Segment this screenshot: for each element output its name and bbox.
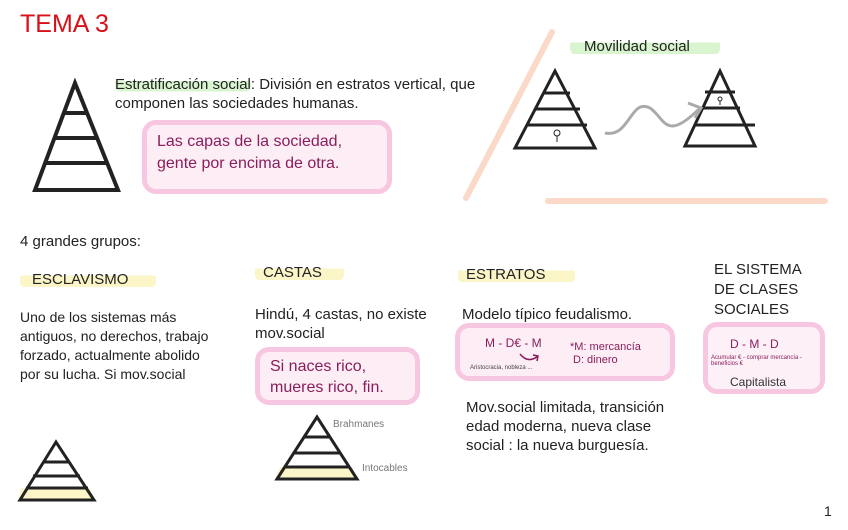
esclavismo-text: Uno de los sistemas más antiguos, no der… [20, 309, 209, 382]
divider-line [463, 29, 555, 201]
divider-line-horizontal [545, 198, 828, 204]
estratos-formula-note: Aristocracia, nobleza ... [470, 365, 533, 371]
pyramid-esclavismo-icon [17, 439, 97, 502]
pyramid-castas-icon [274, 414, 360, 481]
groups-intro: 4 grandes grupos: [20, 233, 141, 250]
mobility-diagram [512, 67, 758, 150]
definition: Estratificación social: División en estr… [115, 75, 505, 113]
clases-label: Capitalista [730, 375, 787, 389]
clases-box: D - M - D Acumular € - comprar mercancía… [703, 322, 825, 394]
estratos-text: Mov.social limitada, transición edad mod… [466, 399, 665, 454]
brahmanes-label: Brahmanes [333, 419, 385, 430]
clases-formula-note: Acumular € - comprar mercancía - benefic… [711, 355, 803, 367]
heading-esclavismo: ESCLAVISMO [20, 270, 157, 289]
page-title: TEMA 3 [20, 10, 109, 38]
person-icon [553, 96, 723, 142]
legend-d: D: dinero [573, 354, 618, 366]
note-box: Las capas de la sociedad, gente por enci… [142, 120, 392, 194]
estratos-box: M - D€ - M Aristocracia, nobleza ... *M:… [455, 323, 675, 381]
page-number: 1 [824, 503, 832, 519]
estratos-subtitle: Modelo típico feudalismo. [462, 306, 633, 323]
arrow-icon [604, 101, 704, 135]
mobility-title: Movilidad social [570, 37, 720, 56]
definition-text: : División en estratos vertical, que com… [115, 76, 476, 112]
definition-term: Estratificación social [115, 76, 251, 93]
castas-box: Si naces rico, mueres rico, fin. [255, 347, 420, 405]
heading-estratos: ESTRATOS [458, 265, 576, 284]
legend-m: *M: mercancía [570, 341, 641, 353]
estratos-formula: M - D€ - M [485, 336, 542, 350]
intocables-label: Intocables [362, 463, 408, 474]
clases-formula: D - M - D [730, 337, 779, 351]
curved-arrow-icon [519, 353, 539, 362]
heading-castas: CASTAS [255, 263, 344, 282]
heading-clases: EL SISTEMA DE CLASES SOCIALES [714, 261, 801, 318]
pyramid-icon [32, 77, 121, 192]
castas-text: Hindú, 4 castas, no existe mov.social [255, 306, 427, 342]
